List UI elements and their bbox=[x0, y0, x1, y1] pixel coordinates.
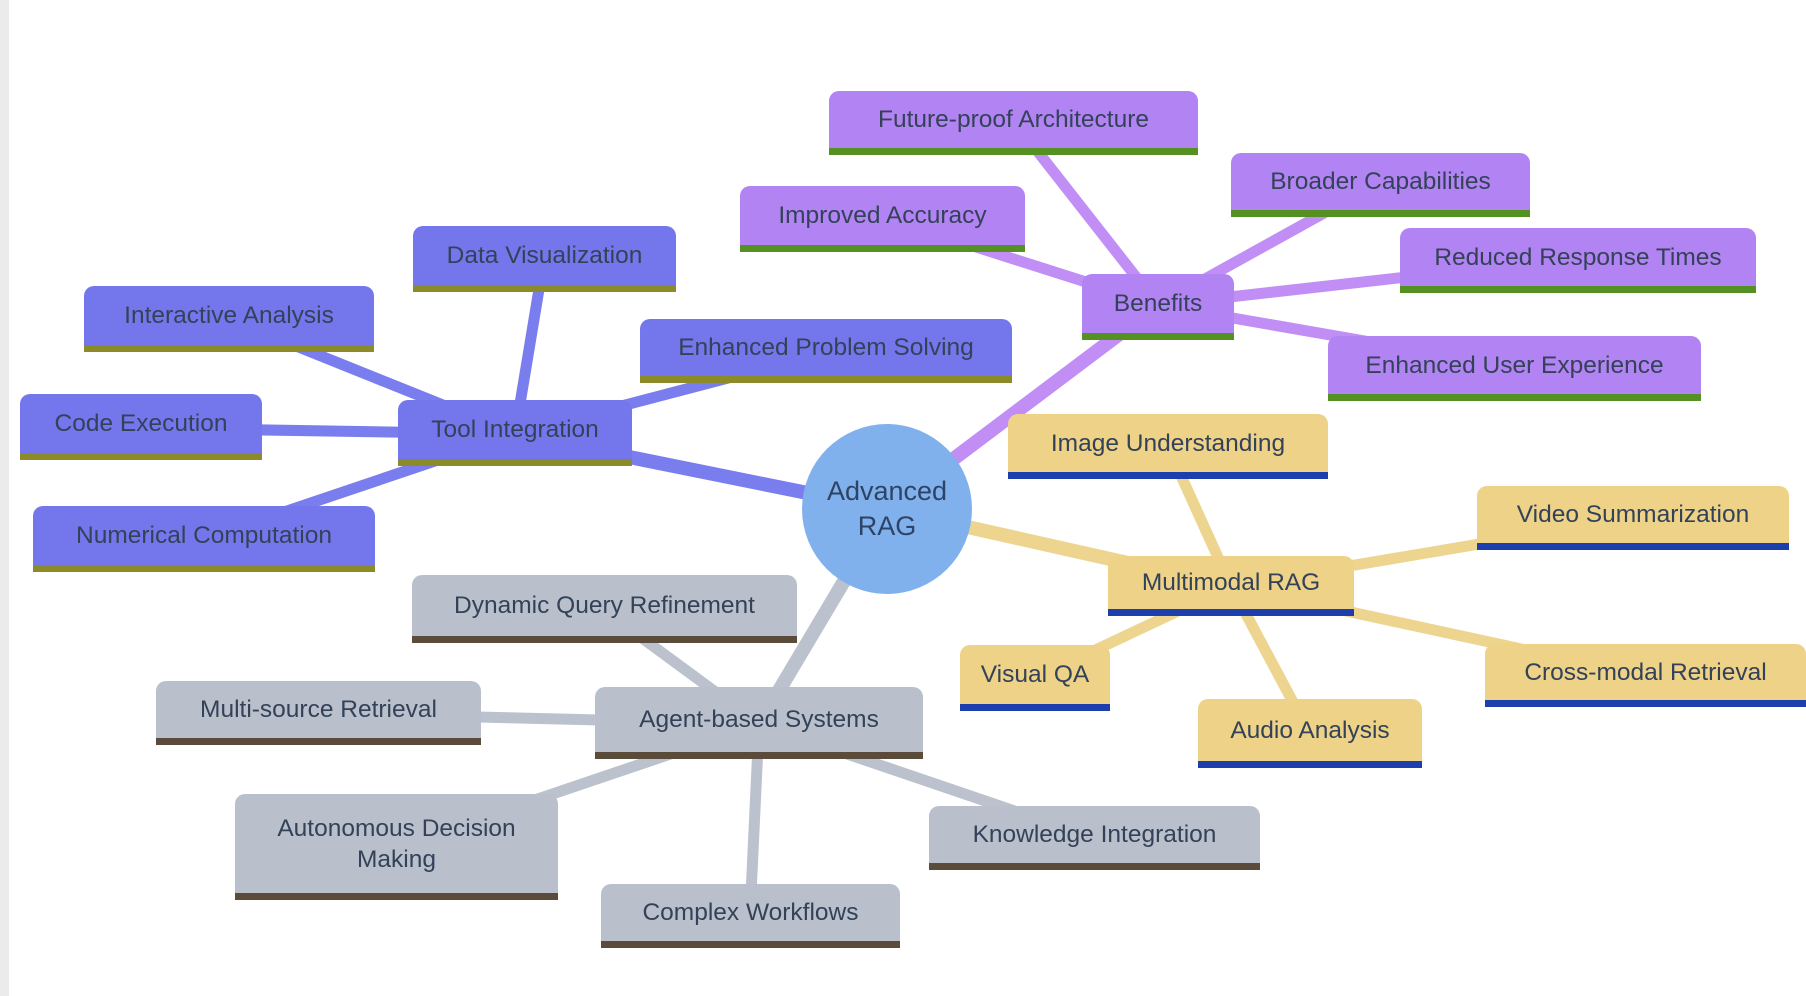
node-complex-workflows-label: Complex Workflows bbox=[642, 899, 859, 927]
node-advanced-rag: Advanced RAG bbox=[802, 424, 972, 594]
node-enhanced-user-experience-label: Enhanced User Experience bbox=[1365, 351, 1664, 379]
node-agent-based-systems-label: Agent-based Systems bbox=[639, 706, 879, 734]
node-tool-integration-label: Tool Integration bbox=[431, 416, 599, 444]
node-benefits: Benefits bbox=[1082, 274, 1234, 340]
node-video-summarization: Video Summarization bbox=[1477, 486, 1789, 550]
node-knowledge-integration-label: Knowledge Integration bbox=[972, 821, 1217, 849]
node-code-execution-label: Code Execution bbox=[54, 410, 228, 438]
node-cross-modal-retrieval-label: Cross-modal Retrieval bbox=[1524, 658, 1767, 686]
node-data-visualization: Data Visualization bbox=[413, 226, 676, 292]
node-future-proof-architecture-label: Future-proof Architecture bbox=[878, 106, 1149, 134]
window-edge bbox=[0, 0, 9, 996]
node-numerical-computation-label: Numerical Computation bbox=[76, 522, 332, 550]
node-interactive-analysis-label: Interactive Analysis bbox=[124, 302, 334, 330]
node-broader-capabilities: Broader Capabilities bbox=[1231, 153, 1530, 217]
node-autonomous-decision-making-label: Autonomous Decision Making bbox=[277, 814, 516, 873]
node-reduced-response-times-label: Reduced Response Times bbox=[1434, 243, 1722, 271]
node-numerical-computation: Numerical Computation bbox=[33, 506, 375, 572]
node-reduced-response-times: Reduced Response Times bbox=[1400, 228, 1756, 293]
node-future-proof-architecture: Future-proof Architecture bbox=[829, 91, 1198, 155]
node-advanced-rag-label: Advanced RAG bbox=[826, 475, 948, 541]
node-dynamic-query-refinement: Dynamic Query Refinement bbox=[412, 575, 797, 643]
node-knowledge-integration: Knowledge Integration bbox=[929, 806, 1260, 870]
node-visual-qa-label: Visual QA bbox=[980, 661, 1090, 689]
node-audio-analysis-label: Audio Analysis bbox=[1230, 716, 1390, 744]
node-enhanced-problem-solving: Enhanced Problem Solving bbox=[640, 319, 1012, 383]
node-dynamic-query-refinement-label: Dynamic Query Refinement bbox=[454, 592, 755, 620]
node-video-summarization-label: Video Summarization bbox=[1516, 501, 1750, 529]
node-multi-source-retrieval-label: Multi-source Retrieval bbox=[200, 696, 437, 724]
node-benefits-label: Benefits bbox=[1113, 290, 1203, 318]
node-improved-accuracy: Improved Accuracy bbox=[740, 186, 1025, 252]
node-tool-integration: Tool Integration bbox=[398, 400, 632, 466]
node-multimodal-rag: Multimodal RAG bbox=[1108, 556, 1354, 616]
node-agent-based-systems: Agent-based Systems bbox=[595, 687, 923, 759]
node-interactive-analysis: Interactive Analysis bbox=[84, 286, 374, 352]
node-improved-accuracy-label: Improved Accuracy bbox=[778, 202, 987, 230]
node-complex-workflows: Complex Workflows bbox=[601, 884, 900, 948]
node-broader-capabilities-label: Broader Capabilities bbox=[1270, 168, 1491, 196]
node-visual-qa: Visual QA bbox=[960, 645, 1110, 711]
node-enhanced-user-experience: Enhanced User Experience bbox=[1328, 336, 1701, 401]
node-code-execution: Code Execution bbox=[20, 394, 262, 460]
node-multimodal-rag-label: Multimodal RAG bbox=[1141, 569, 1321, 597]
node-audio-analysis: Audio Analysis bbox=[1198, 699, 1422, 768]
node-cross-modal-retrieval: Cross-modal Retrieval bbox=[1485, 644, 1806, 707]
node-multi-source-retrieval: Multi-source Retrieval bbox=[156, 681, 481, 745]
node-data-visualization-label: Data Visualization bbox=[446, 242, 643, 270]
node-autonomous-decision-making: Autonomous Decision Making bbox=[235, 794, 558, 900]
node-image-understanding: Image Understanding bbox=[1008, 414, 1328, 479]
node-image-understanding-label: Image Understanding bbox=[1050, 429, 1286, 457]
node-enhanced-problem-solving-label: Enhanced Problem Solving bbox=[678, 334, 974, 362]
